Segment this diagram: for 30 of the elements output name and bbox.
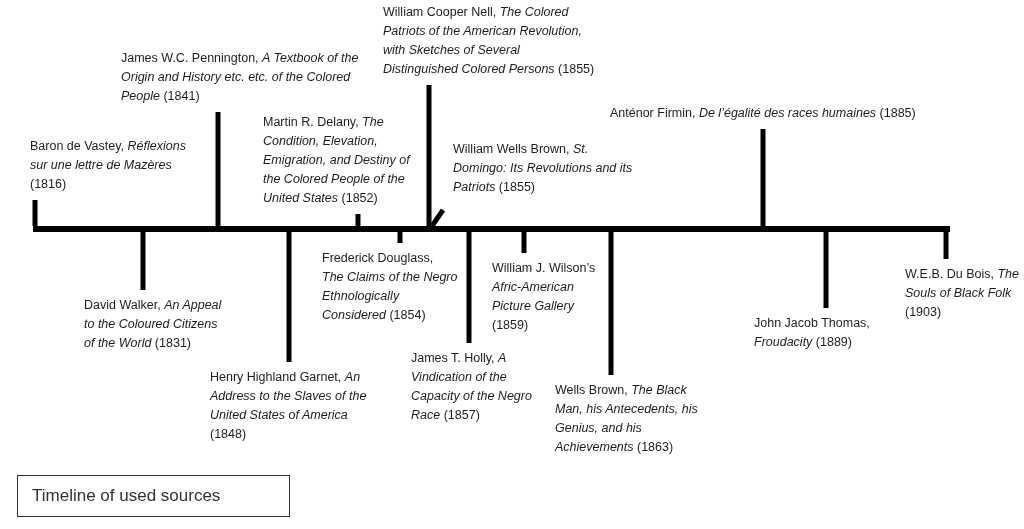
timeline-bar <box>33 226 950 232</box>
timeline-tick <box>760 129 766 226</box>
timeline-tick <box>426 85 432 226</box>
timeline-tick <box>608 232 614 375</box>
timeline-tick <box>466 232 472 343</box>
timeline-tick <box>823 232 829 308</box>
timeline-entry: Martin R. Delany, The Condition, Elevation, Emigration, and Destiny of the Colored People of the United States (1852) <box>263 113 423 214</box>
timeline-entry: W.E.B. Du Bois, The Souls of Black Folk (1903) <box>905 259 1020 322</box>
timeline-tick <box>32 200 38 226</box>
timeline-entry: John Jacob Thomas, Froudacity (1889) <box>754 308 894 352</box>
timeline-entry: William Wells Brown, St. Domingo: Its Revolutions and its Patriots (1855) <box>453 140 633 203</box>
timeline-entry: Anténor Firmin, De l’égalité des races humaines (1885) <box>610 104 1010 129</box>
timeline-entry: William J. Wilson’s Afric-American Picture Gallery (1859) <box>492 253 604 335</box>
timeline-tick <box>286 232 292 362</box>
timeline-tick <box>521 232 527 253</box>
timeline-tick <box>943 232 949 259</box>
timeline-tick <box>429 208 446 228</box>
timeline-entry: Baron de Vastey, Réflexions sur une lettre de Mazères (1816) <box>30 137 200 200</box>
timeline-tick <box>140 232 146 290</box>
timeline-entry: James W.C. Pennington, A Textbook of the Origin and History etc. etc. of the Colored People (1841) <box>121 49 359 112</box>
timeline-entry: Wells Brown, The Black Man, his Antecedents, his Genius, and his Achievements (1863) <box>555 375 715 457</box>
timeline-entry: David Walker, An Appeal to the Coloured Citizens of the World (1831) <box>84 290 224 353</box>
timeline-entry: Frederick Douglass, The Claims of the Negro Ethnologically Considered (1854) <box>322 243 458 325</box>
timeline-entry: James T. Holly, A Vindication of the Capacity of the Negro Race (1857) <box>411 343 536 425</box>
timeline-tick <box>215 112 221 226</box>
timeline-entry: William Cooper Nell, The Colored Patriots of the American Revolution, with Sketches of Several Distinguished Colored Persons (1855) <box>383 3 598 85</box>
caption-box: Timeline of used sources <box>17 475 290 517</box>
timeline-tick <box>397 232 403 243</box>
timeline-entry: Henry Highland Garnet, An Address to the Slaves of the United States of America (1848) <box>210 362 378 444</box>
timeline-tick <box>355 214 361 226</box>
